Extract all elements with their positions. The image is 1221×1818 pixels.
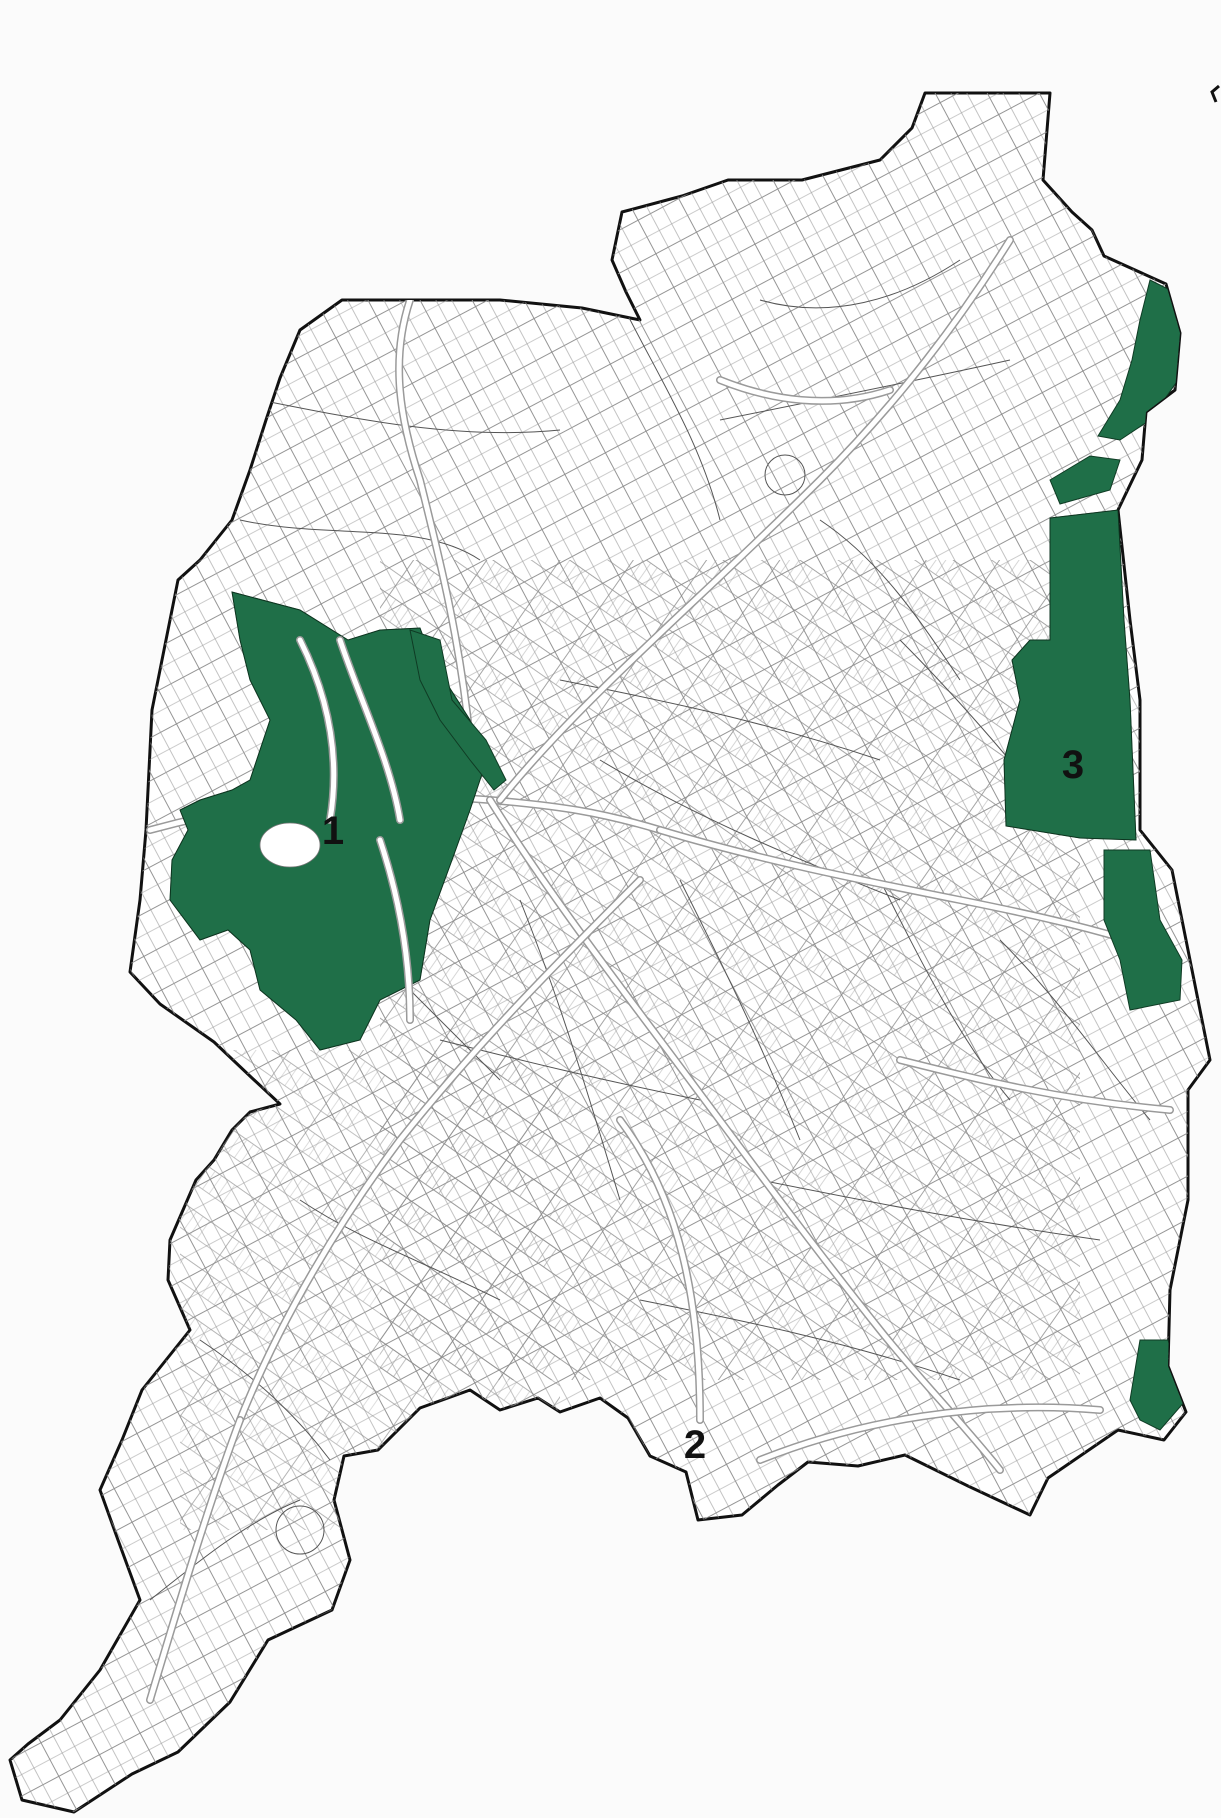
area-label-1: 1	[322, 809, 344, 853]
green-area-3-south-strip	[1103, 849, 1183, 1011]
north-arrow-fragment	[1210, 84, 1220, 103]
green-area-3-north-patch	[1049, 455, 1121, 505]
parcel-grid-c	[180, 1050, 560, 1530]
main-roads	[146, 236, 1174, 1704]
area-label-2: 2	[684, 1423, 706, 1467]
green-area-3	[1003, 279, 1189, 1431]
green-area-1-strip	[409, 629, 507, 791]
area-label-3: 3	[1062, 743, 1084, 787]
green-area-1	[169, 591, 507, 1051]
